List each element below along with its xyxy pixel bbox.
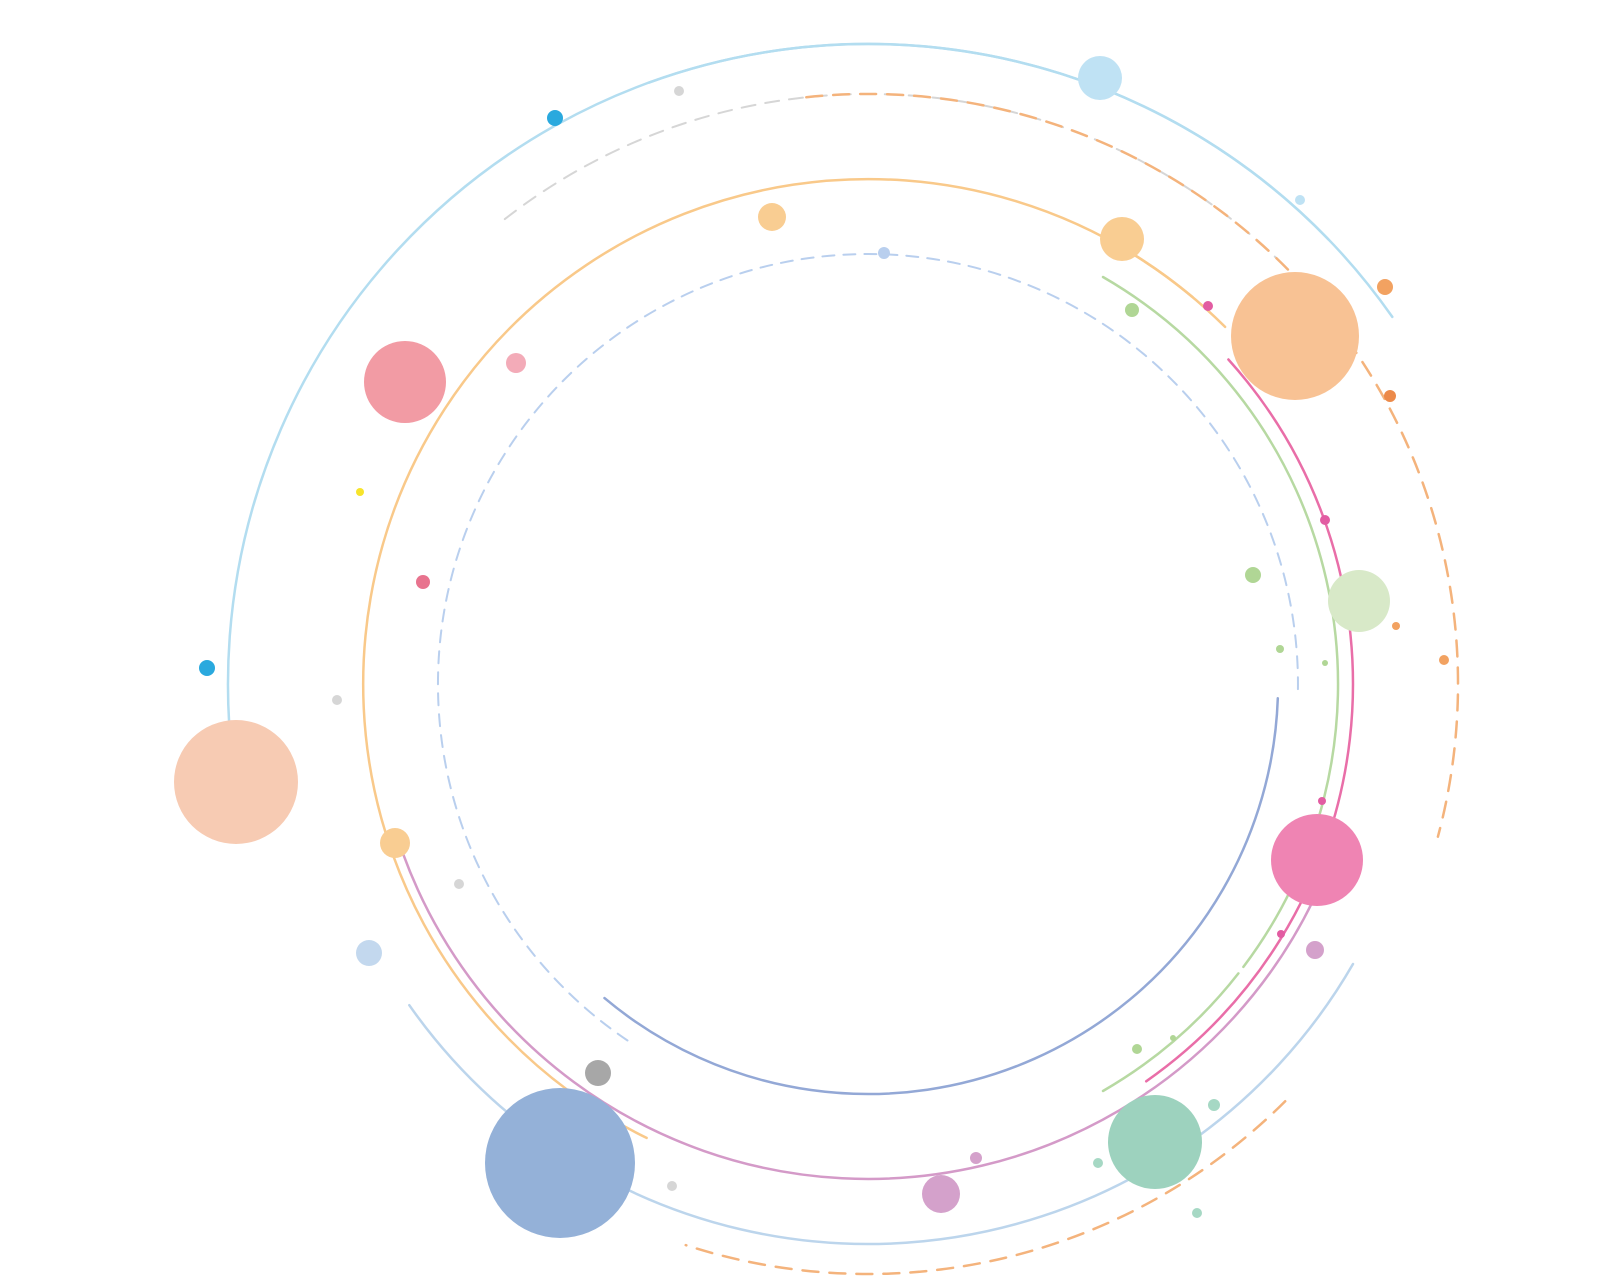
orange-dot-tiny [1392, 622, 1400, 630]
light-blue-dashed-arc [437, 253, 1299, 1042]
pink-arc [1144, 358, 1355, 1083]
navy-arc [603, 697, 1280, 1096]
sky-dot-small [1295, 195, 1305, 205]
blue-dot-ring-top [878, 247, 890, 259]
green-pale-bubble [1328, 570, 1390, 632]
peach-dot-left [380, 828, 410, 858]
purple-arc [401, 852, 1315, 1181]
salmon-bubble [174, 720, 298, 844]
magenta-dot-tiny [1277, 930, 1285, 938]
teal-dot-bottom [1192, 1208, 1202, 1218]
coral-dot-small [506, 353, 526, 373]
orange-bubble-big [1231, 272, 1359, 400]
deep-blue-dot-left [199, 660, 215, 676]
outer-sky-arc-top-right [647, 42, 1394, 319]
green-dot-tiny-2 [1322, 660, 1328, 666]
deep-blue-dot-top [547, 110, 563, 126]
gray-dot-bottom [585, 1060, 611, 1086]
yellow-dot [356, 488, 364, 496]
coral-bubble [364, 341, 446, 423]
red-dot-left [416, 575, 430, 589]
magenta-dot-top [1203, 301, 1213, 311]
pale-blue-dot-left [356, 940, 382, 966]
purple-dot-bottom-small [970, 1152, 982, 1164]
orange-dot-small [1377, 279, 1393, 295]
purple-dot-bottom [922, 1175, 960, 1213]
orange-dot-dark [1384, 390, 1396, 402]
orange-dot-tiny-2 [1439, 655, 1449, 665]
orange-dashed-arc-bottom [684, 1099, 1287, 1276]
blue-bubble-big [485, 1088, 635, 1238]
gray-dot-bottom-2 [667, 1181, 677, 1191]
outer-sky-arc [226, 42, 1330, 841]
magenta-dot-lower [1318, 797, 1326, 805]
teal-bubble [1108, 1095, 1202, 1189]
peach-dot-top-right [1100, 217, 1144, 261]
gray-dashed-arc [503, 93, 1308, 291]
purple-dot-right [1306, 941, 1324, 959]
green-dot-lower-tiny [1170, 1035, 1176, 1041]
green-dot-tiny [1276, 645, 1284, 653]
pink-bubble [1271, 814, 1363, 906]
green-dot-lower [1132, 1044, 1142, 1054]
gray-dot-lower-left [454, 879, 464, 889]
green-arc-lower [1101, 972, 1240, 1093]
magenta-dot-right [1320, 515, 1330, 525]
green-dot-top [1125, 303, 1139, 317]
teal-dot-tiny [1093, 1158, 1103, 1168]
peach-dot-top [758, 203, 786, 231]
gray-dot-left [332, 695, 342, 705]
orange-dashed-arc [805, 92, 1460, 838]
gray-dot-top [674, 86, 684, 96]
peach-arc [361, 177, 1194, 1140]
sky-bubble-top [1078, 56, 1122, 100]
green-dot-right [1245, 567, 1261, 583]
teal-dot-small [1208, 1099, 1220, 1111]
